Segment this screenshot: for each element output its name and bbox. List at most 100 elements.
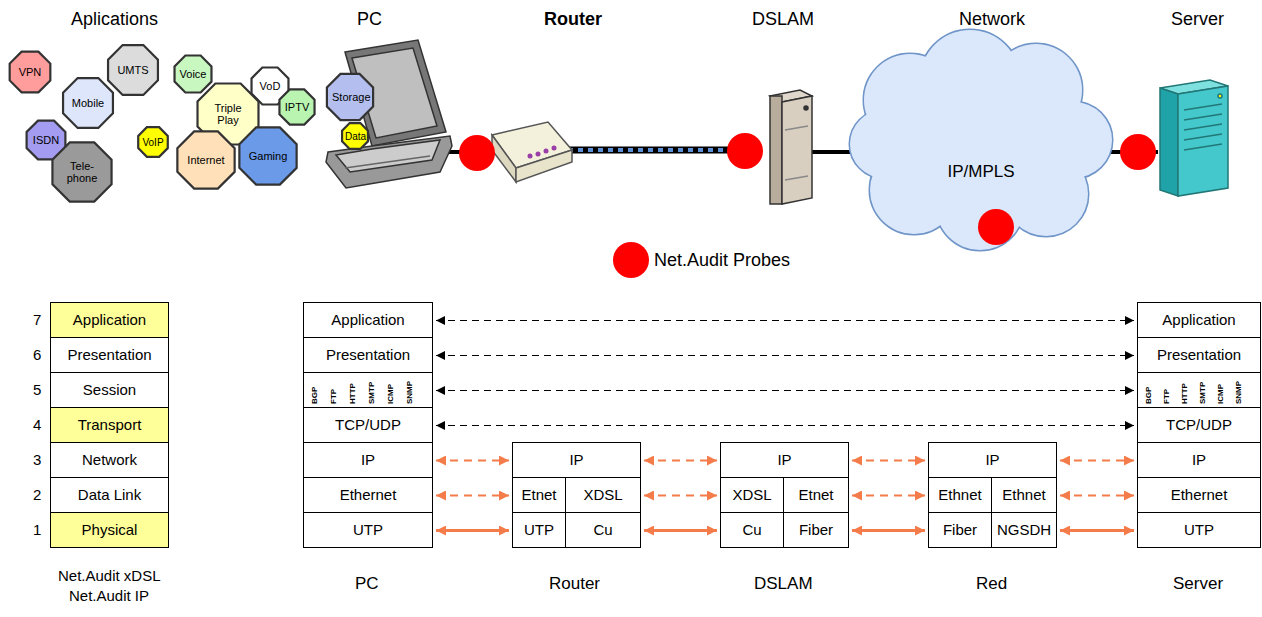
protocol-name: ICMP (386, 384, 395, 404)
network-cloud: IP/MPLS (848, 28, 1114, 254)
octagon-outline (342, 123, 368, 149)
layer-name: Etnet (521, 487, 556, 504)
layer-name: Fiber (799, 522, 833, 539)
product-name: Net.Audit IP (69, 587, 149, 604)
protocol-cell: UTP (303, 512, 433, 548)
protocol-name: HTTP (1180, 383, 1189, 404)
probe-dot (1120, 134, 1156, 170)
legend-swatch (613, 242, 649, 278)
application-octagon: IPTV (278, 88, 316, 126)
application-octagon: Tele-phone (50, 140, 114, 204)
layer-name: Ethnet (1002, 487, 1045, 504)
octagon-outline (239, 127, 296, 184)
protocol-name: HTTP (348, 383, 357, 404)
layer-name: Session (83, 382, 136, 399)
application-name: VoD (260, 80, 281, 92)
application-octagon: UMTS (106, 43, 160, 97)
legend-text: Net.Audit Probes (654, 250, 790, 271)
application-octagon: VoIP (137, 126, 169, 158)
layer-name: Data Link (78, 487, 141, 504)
protocol-cell: IP (512, 442, 641, 478)
protocol-name: SNMP (1234, 381, 1243, 404)
protocol-cell: Cu (720, 512, 784, 548)
protocol-cell: Etnet (783, 477, 849, 513)
layer-number: 5 (33, 381, 41, 398)
layer-name: Network (82, 452, 137, 469)
octagon-outline (108, 45, 158, 95)
protocol-cell: XDSL (565, 477, 641, 513)
twisted-cable (568, 150, 730, 151)
protocol-name: BGP (1144, 387, 1153, 404)
protocol-cell: IP (303, 442, 433, 478)
layer-connector (852, 495, 925, 497)
layer-name: Presentation (1157, 347, 1241, 364)
dslam-tower (770, 90, 812, 204)
session-protocols-cell: BGPFTPHTTPSMTPICMPSNMP (1137, 372, 1261, 408)
layer-name: Cu (742, 522, 761, 539)
application-name: Tele-phone (59, 160, 105, 184)
probe-dot (978, 209, 1014, 245)
server (1160, 80, 1228, 196)
octagon-outline (10, 52, 51, 93)
osi-layer-box: Session (50, 372, 169, 408)
layer-connector (644, 460, 717, 462)
application-octagon: Internet (175, 129, 237, 191)
layer-name: XDSL (732, 487, 771, 504)
column-heading: Network (959, 9, 1025, 30)
layer-connector (1060, 495, 1134, 497)
layer-name: Presentation (67, 347, 151, 364)
router-device (492, 122, 572, 182)
application-name: Voice (180, 68, 207, 80)
protocol-name: SNMP (405, 381, 414, 404)
protocol-cell: Application (303, 302, 433, 338)
protocol-cell: NGSDH (991, 512, 1057, 548)
layer-number: 2 (33, 486, 41, 503)
octagon-outline (52, 142, 111, 201)
column-heading: Router (544, 9, 602, 30)
application-name: Gaming (249, 150, 288, 162)
layer-connector (852, 529, 925, 532)
column-heading: DSLAM (752, 9, 814, 30)
layer-name: Application (73, 312, 146, 329)
application-name: ISDN (33, 134, 59, 146)
layer-number: 7 (33, 311, 41, 328)
layer-number: 3 (33, 451, 41, 468)
layer-name: UTP (1184, 522, 1214, 539)
protocol-cell: Fiber (783, 512, 849, 548)
layer-name: Ethnet (938, 487, 981, 504)
layer-connector (644, 495, 717, 497)
protocol-cell: Application (1137, 302, 1261, 338)
application-name: Triple Play (204, 102, 252, 126)
protocol-cell: Fiber (928, 512, 992, 548)
application-name: Mobile (72, 97, 104, 109)
protocol-name: BGP (310, 387, 319, 404)
device-label: Router (549, 574, 600, 594)
cloud-lobe (908, 68, 1052, 212)
octagon-outline (327, 74, 373, 120)
probe-dot (727, 133, 763, 169)
device-label: PC (355, 574, 379, 594)
layer-connector (1060, 529, 1134, 532)
layer-name: TCP/UDP (1166, 417, 1232, 434)
osi-layer-box: Transport (50, 407, 169, 443)
protocol-cell: IP (1137, 442, 1261, 478)
protocol-cell: Ethnet (928, 477, 992, 513)
application-octagon: Storage (325, 72, 375, 122)
laptop (326, 40, 452, 188)
device-label: Server (1173, 574, 1223, 594)
layer-name: Transport (78, 417, 142, 434)
protocol-name: SMTP (367, 382, 376, 404)
protocol-cell: UTP (512, 512, 566, 548)
protocol-cell: Ethernet (303, 477, 433, 513)
osi-layer-box: Physical (50, 512, 169, 548)
cloud-fill (850, 30, 1112, 250)
layer-number: 4 (33, 416, 41, 433)
cloud-lobe (908, 68, 1052, 212)
layer-connector (644, 529, 717, 532)
layer-connector (436, 425, 1134, 426)
octagon-outline (279, 89, 314, 124)
layer-connector (436, 320, 1134, 321)
protocol-cell: XDSL (720, 477, 784, 513)
column-heading: Server (1171, 9, 1224, 30)
network-name: IP/MPLS (947, 163, 1014, 182)
